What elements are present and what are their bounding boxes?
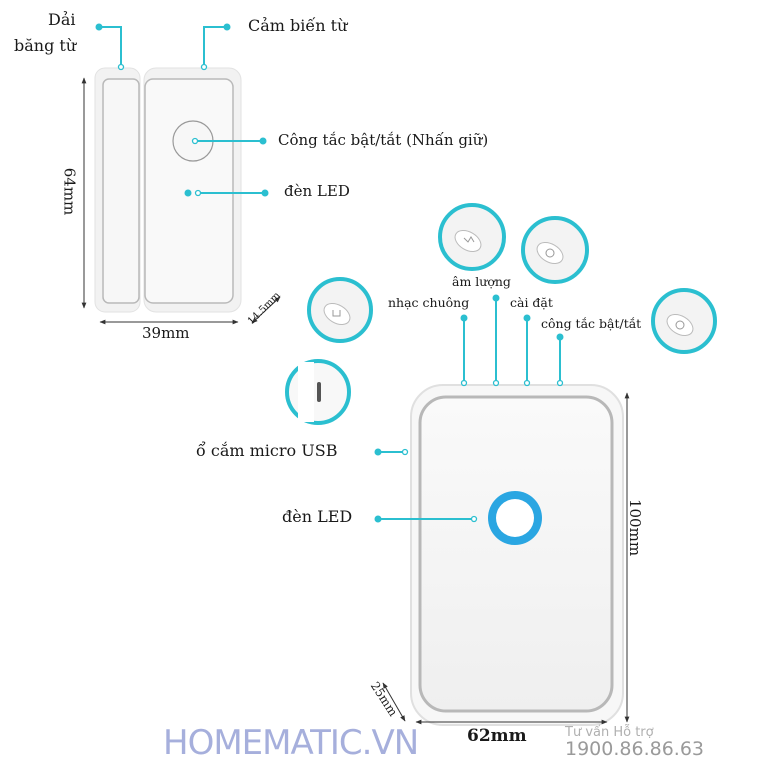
doorbell-receiver — [410, 384, 624, 726]
label-usb-port: ổ cắm micro USB — [196, 441, 338, 460]
doorbell-height-label: 100mm — [626, 498, 645, 557]
label-magnet-strip-line1: Dải — [48, 10, 76, 29]
doorbell-callouts — [378, 298, 561, 520]
watermark-phone: 1900.86.86.63 — [565, 738, 705, 760]
label-doorbell-led: đèn LED — [282, 507, 353, 526]
usb-port-detail — [285, 359, 351, 425]
door-sensor — [94, 67, 242, 313]
doorbell-width-label: 62mm — [467, 726, 527, 746]
power-button-detail — [651, 288, 717, 354]
doorbell-dimension-lines — [382, 392, 630, 725]
label-magnetic-sensor: Cảm biến từ — [248, 16, 348, 35]
label-magnet-strip-line2: băng từ — [14, 36, 77, 55]
ringtone-button-detail — [307, 277, 373, 343]
sensor-height-label: 64mm — [60, 167, 79, 216]
label-sensor-switch: Công tắc bật/tắt (Nhấn giữ) — [278, 131, 489, 149]
sensor-led — [184, 189, 192, 197]
sensor-callouts — [99, 26, 265, 194]
sensor-dimension-lines — [81, 77, 281, 325]
label-settings: cài đặt — [510, 295, 553, 310]
settings-button-detail — [521, 216, 589, 284]
label-ringtone: nhạc chuông — [388, 295, 470, 310]
label-volume: âm lượng — [452, 274, 511, 289]
watermark-support: Tư vấn Hỗ trợ — [565, 725, 654, 740]
watermark-brand: HOMEMATIC.VN — [163, 723, 419, 760]
label-sensor-led: đèn LED — [284, 182, 350, 200]
button-detail-circles — [285, 203, 717, 425]
label-power-switch: công tắc bật/tắt — [541, 316, 642, 331]
sensor-width-label: 39mm — [142, 324, 190, 342]
volume-button-detail — [438, 203, 506, 271]
